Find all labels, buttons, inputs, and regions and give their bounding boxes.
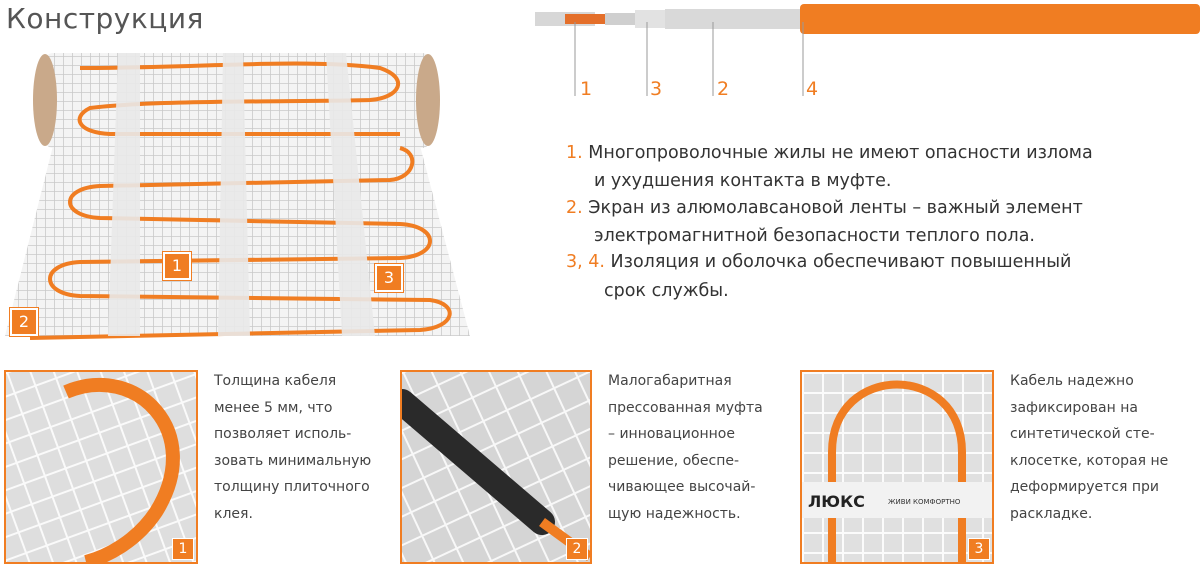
feature-2-line-2: электромагнитной безопасности теплого по… [594, 226, 1035, 246]
cable-label-4: 4 [806, 78, 819, 100]
brand-slogan-text: ЖИВИ КОМФОРТНО [888, 498, 961, 506]
feature-3-number: 3, 4. [566, 252, 605, 272]
detail-photo-1: 1 [4, 370, 198, 564]
detail-caption-2: Малогабаритная прессованная муфта – инно… [608, 373, 763, 522]
feature-2-line-1: 2. Экран из алюмолавсановой ленты – важн… [566, 198, 1083, 218]
detail-caption-1: Толщина кабеля менее 5 мм, что позволяет… [214, 373, 372, 522]
feature-1-line-2: и ухудшения контакта в муфте. [594, 171, 892, 191]
feature-1-line-1: 1. Многопроволочные жилы не имеют опасно… [566, 143, 1093, 163]
cable-on-mesh-image [6, 372, 196, 562]
feature-3-line-1: 3, 4. Изоляция и оболочка обеспечивают п… [566, 252, 1072, 272]
cable-label-1: 1 [580, 78, 593, 100]
detail-badge-2: 2 [566, 538, 588, 560]
brand-logo-text: ЛЮКС [808, 492, 865, 511]
detail-badge-1: 1 [172, 538, 194, 560]
heating-mat-illustration [5, 53, 470, 340]
detail-photo-2: 2 [400, 370, 592, 564]
feature-3-line-2: срок службы. [604, 281, 729, 301]
cable-label-2: 2 [717, 78, 730, 100]
cable-structure-illustration [535, 4, 1200, 96]
detail-badge-3: 3 [968, 538, 990, 560]
coupling-image [402, 372, 590, 562]
section-title: Конструкция [6, 2, 204, 35]
cable-label-3: 3 [650, 78, 663, 100]
detail-photo-3: ЛЮКС ЖИВИ КОМФОРТНО 3 [800, 370, 994, 564]
roll-marker-2: 2 [10, 308, 38, 336]
detail-caption-3: Кабель надежно зафиксирован на синтетиче… [1010, 373, 1169, 522]
roll-marker-1: 1 [163, 252, 191, 280]
feature-2-number: 2. [566, 198, 583, 218]
roll-marker-3: 3 [375, 264, 403, 292]
fixed-cable-image [802, 372, 992, 562]
feature-1-number: 1. [566, 143, 583, 163]
